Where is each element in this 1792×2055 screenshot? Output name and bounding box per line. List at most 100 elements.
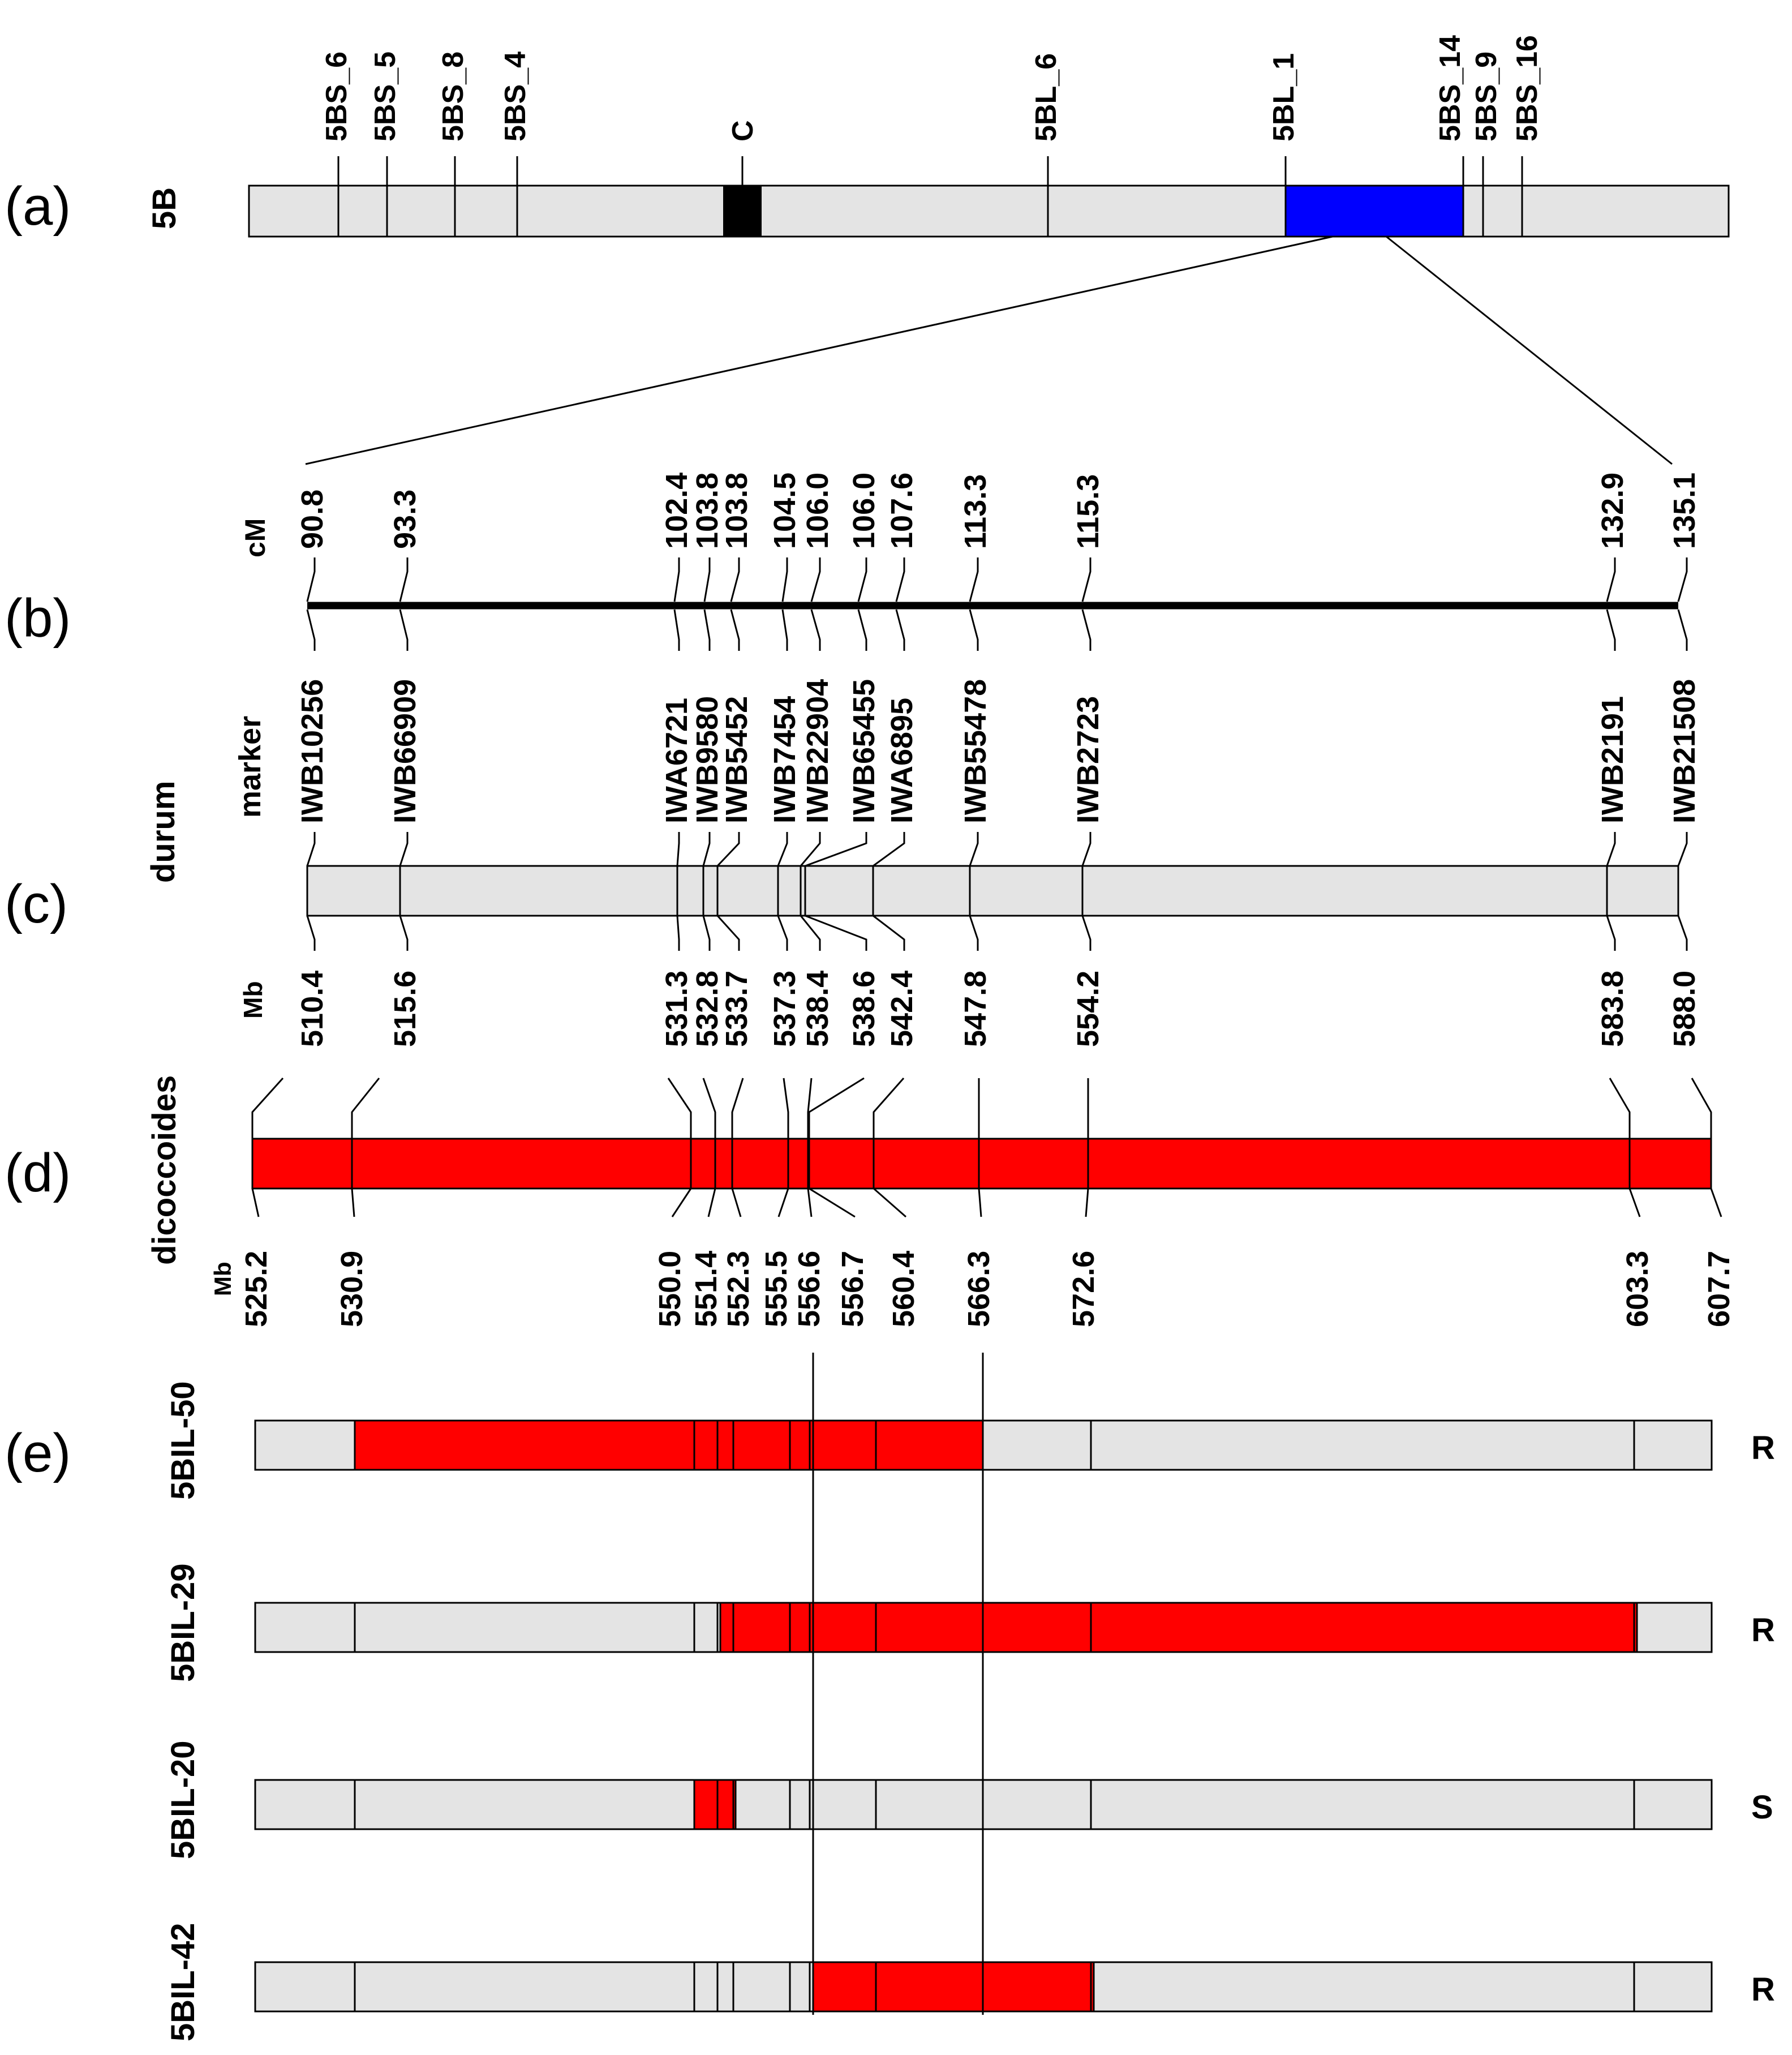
dicoccoides-tick <box>1691 1078 1722 1217</box>
dicoccoides-position: 530.9 <box>335 1251 369 1327</box>
marker-name: IWA6895 <box>885 698 919 823</box>
marker-name: IWB2723 <box>1071 696 1105 823</box>
dicoccoides-tick <box>777 1078 789 1217</box>
marker-name: IWB66909 <box>388 679 422 823</box>
cm-tick <box>810 557 821 602</box>
durum-tick <box>1677 832 1688 951</box>
marker-name: IWB21508 <box>1668 679 1701 823</box>
chromosome-marker-label: 5BS_5 <box>369 52 402 141</box>
chromosome-marker-label: 5BS_9 <box>1470 52 1503 141</box>
chromosome-marker-label: 5BS_16 <box>1511 35 1544 141</box>
marker-name: IWB10256 <box>295 679 329 823</box>
marker-tick <box>730 609 740 651</box>
marker-tick <box>1606 609 1616 651</box>
chromosome-marker-label: 5BS_6 <box>320 52 353 141</box>
dicoccoides-tick <box>808 1077 865 1218</box>
cm-tick <box>1677 557 1688 602</box>
dicoccoides-tick <box>731 1078 744 1217</box>
dicoccoides-position: 552.3 <box>721 1251 755 1327</box>
cm-value: 103.8 <box>720 473 754 549</box>
marker-tick <box>673 609 680 651</box>
cm-value: 107.6 <box>885 473 919 549</box>
cm-value: 104.5 <box>768 473 802 549</box>
durum-tick <box>306 832 316 951</box>
marker-tick <box>399 609 409 651</box>
durum-connectors <box>306 832 1688 951</box>
line-name: 5BIL-42 <box>165 1923 201 2041</box>
durum-tick <box>800 832 821 951</box>
cm-value: 93.3 <box>388 490 422 549</box>
durum-tick <box>777 832 788 951</box>
marker-tick <box>1677 609 1688 651</box>
dicoccoides-position: 560.4 <box>887 1251 921 1327</box>
line-name: 5BIL-20 <box>165 1740 201 1859</box>
panel-b-label: (b) <box>5 588 71 649</box>
durum-position: 583.8 <box>1596 971 1630 1047</box>
cm-value: 115.3 <box>1071 474 1105 549</box>
cm-connectors <box>306 557 1688 651</box>
durum-tick <box>1606 832 1616 951</box>
cm-tick <box>857 557 867 602</box>
cm-tick <box>703 557 711 602</box>
chromosome-5b-bar <box>248 185 1730 238</box>
panel-c-label: (c) <box>5 874 68 934</box>
chromosome-marker-label: C <box>727 120 759 141</box>
durum-tick <box>702 832 711 951</box>
introgression-line-row: 5BIL-29 R <box>165 1563 1775 1682</box>
durum-position: 533.7 <box>720 971 754 1047</box>
cm-value: 90.8 <box>295 490 329 549</box>
chromosome-marker-label: 5BS_4 <box>499 52 532 141</box>
zoom-line-right <box>1386 235 1673 465</box>
cm-value: 106.0 <box>801 473 835 549</box>
marker-tick <box>306 609 316 651</box>
marker-tick <box>781 609 788 651</box>
marker-name: IWB5452 <box>720 696 754 823</box>
cm-value: 103.8 <box>690 473 724 549</box>
dicoccoides-position: 566.3 <box>962 1251 996 1327</box>
marker-name: IWB22904 <box>801 679 835 823</box>
marker-name: IWB65455 <box>847 679 881 823</box>
durum-tick <box>399 832 409 951</box>
durum-position: 531.3 <box>660 971 694 1047</box>
panel-d-label: (d) <box>5 1143 71 1203</box>
dicoccoides-position: 556.6 <box>792 1251 826 1327</box>
marker-tick <box>969 609 979 651</box>
marker-tick <box>703 609 711 651</box>
cm-value: 102.4 <box>660 473 694 549</box>
marker-name: IWB9580 <box>690 696 724 823</box>
cm-value: 106.0 <box>847 473 881 549</box>
durum-tick <box>716 832 740 951</box>
cm-tick <box>399 557 409 602</box>
chromosome-name: 5B <box>146 187 183 229</box>
durum-mb-unit: Mb <box>238 981 268 1019</box>
marker-name: IWB7454 <box>768 696 802 823</box>
marker-title: marker <box>233 716 267 818</box>
phenotype-label: R <box>1751 1612 1775 1649</box>
dicoccoides-bar <box>251 1138 1712 1190</box>
marker-tick <box>895 609 905 651</box>
dicoccoides-tick <box>807 1078 813 1217</box>
chromosome-marker-label: 5BS_8 <box>437 52 470 141</box>
chromosome-marker-label: 5BL_6 <box>1030 53 1063 141</box>
dicoccoides-position: 607.7 <box>1702 1251 1736 1327</box>
cm-tick <box>895 557 905 602</box>
panel-a-label: (a) <box>5 176 71 237</box>
durum-label: durum <box>145 781 182 883</box>
cm-tick <box>781 557 788 602</box>
line-name: 5BIL-50 <box>165 1381 201 1500</box>
cm-tick <box>730 557 740 602</box>
dicoccoides-mb-unit: Mb <box>209 1262 236 1296</box>
line-name: 5BIL-29 <box>165 1563 201 1682</box>
dicoccoides-position: 572.6 <box>1067 1251 1101 1327</box>
chromosome-marker-ticks <box>337 156 1523 237</box>
durum-position: 588.0 <box>1668 971 1701 1047</box>
introgression-segment <box>812 1961 1095 2013</box>
durum-position: 515.6 <box>388 971 422 1047</box>
